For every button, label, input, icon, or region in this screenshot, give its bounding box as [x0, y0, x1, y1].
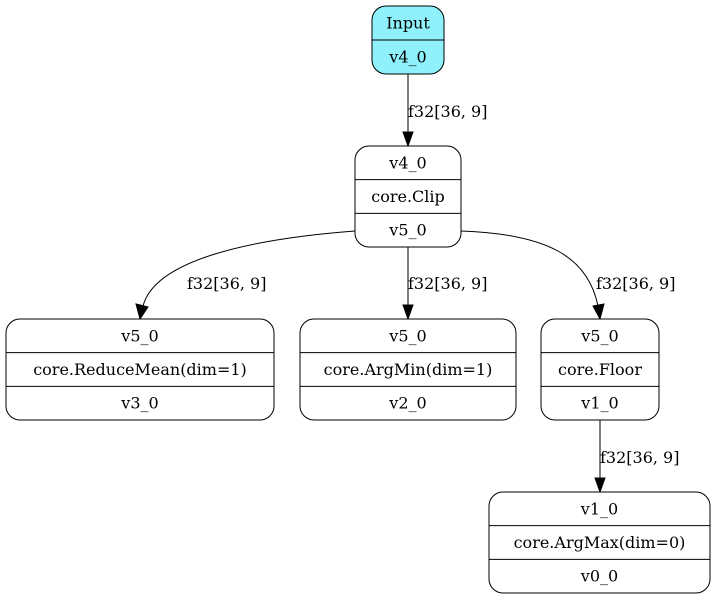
node-input-label: v5_0: [388, 326, 426, 345]
node-reducemean[interactable]: v5_0 core.ReduceMean(dim=1) v3_0: [5, 318, 275, 421]
node-op-label: core.ReduceMean(dim=1): [33, 360, 247, 379]
arrowhead-icon: [402, 131, 414, 148]
node-output-label: v1_0: [580, 394, 618, 413]
node-op-label: core.Floor: [558, 360, 642, 379]
edge-label: f32[36, 9]: [600, 448, 679, 467]
node-floor[interactable]: v5_0 core.Floor v1_0: [540, 318, 660, 421]
node-op-label: core.ArgMax(dim=0): [514, 533, 686, 552]
edge-label: f32[36, 9]: [408, 102, 487, 121]
node-input-label: v5_0: [580, 326, 618, 345]
edge-label: f32[36, 9]: [596, 274, 675, 293]
node-box: [488, 491, 711, 594]
node-box: [354, 145, 462, 248]
node-input-label: Input: [386, 14, 430, 33]
node-output-label: v4_0: [388, 48, 426, 67]
node-argmin[interactable]: v5_0 core.ArgMin(dim=1) v2_0: [299, 318, 517, 421]
node-clip[interactable]: v4_0 core.Clip v5_0: [354, 145, 462, 248]
node-output-label: v2_0: [388, 394, 426, 413]
node-input-label: v1_0: [580, 499, 618, 518]
node-box: [299, 318, 517, 421]
edge-line: [460, 230, 599, 307]
arrowhead-icon: [592, 303, 605, 321]
node-output-label: v3_0: [120, 394, 158, 413]
node-op-label: core.Clip: [371, 187, 445, 206]
node-output-label: v5_0: [388, 221, 426, 240]
node-op-label: core.ArgMin(dim=1): [324, 360, 493, 379]
arrowhead-icon: [135, 303, 149, 321]
node-input-label: v4_0: [388, 153, 426, 172]
node-input-label: v5_0: [120, 326, 158, 345]
nodes-layer: Input v4_0 v4_0 core.Clip v5_0 v5_0 core.Reduc…: [5, 5, 711, 594]
edge-label: f32[36, 9]: [187, 274, 266, 293]
edge-clip-argmin: f32[36, 9]: [402, 247, 487, 321]
node-output-label: v0_0: [580, 567, 618, 586]
edge-clip-floor: f32[36, 9]: [460, 230, 675, 321]
edges-layer: f32[36, 9] f32[36, 9] f32[36, 9] f32[36, 9]…: [135, 74, 679, 494]
node-input[interactable]: Input v4_0: [371, 5, 445, 75]
edge-input-clip: f32[36, 9]: [402, 74, 487, 148]
node-argmax[interactable]: v1_0 core.ArgMax(dim=0) v0_0: [488, 491, 711, 594]
edge-floor-argmax: f32[36, 9]: [594, 420, 679, 494]
node-box: [540, 318, 660, 421]
edge-clip-reducemean: f32[36, 9]: [135, 230, 356, 321]
edge-label: f32[36, 9]: [408, 274, 487, 293]
arrowhead-icon: [402, 304, 414, 321]
arrowhead-icon: [594, 477, 606, 494]
node-box: [5, 318, 275, 421]
edge-line: [142, 230, 356, 307]
